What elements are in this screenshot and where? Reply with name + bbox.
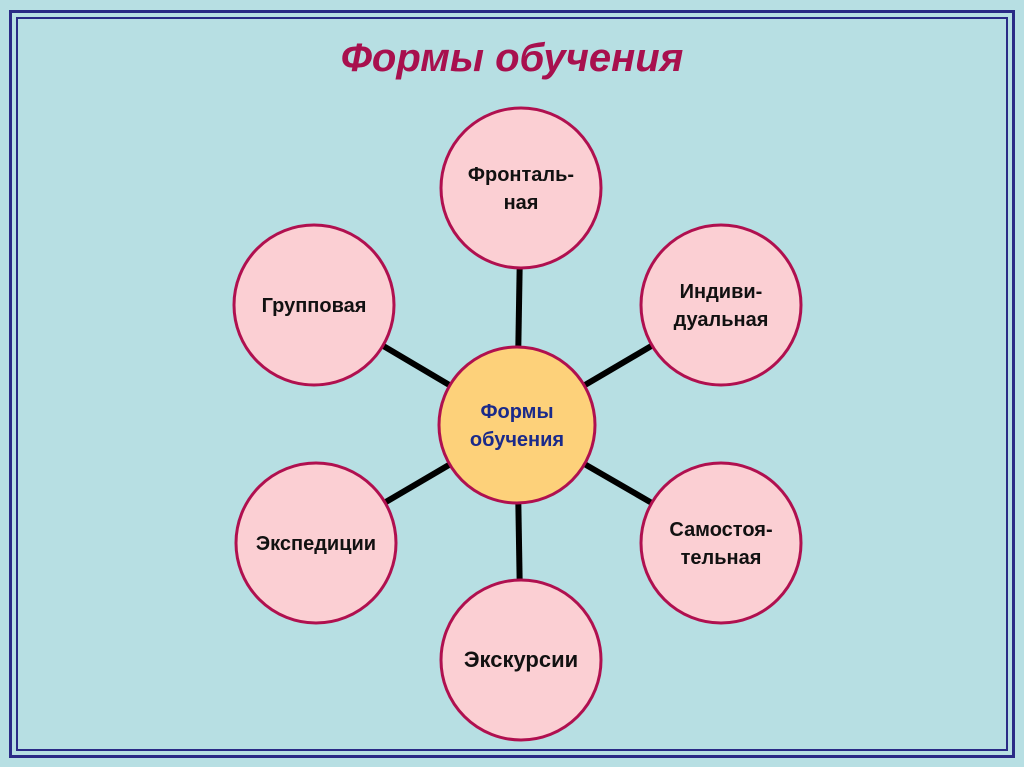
node-individual: Индиви-дуальная: [639, 223, 803, 387]
node-independent: Самостоя-тельная: [639, 461, 803, 625]
node-circle-group: [232, 223, 396, 387]
node-group: Групповая: [232, 223, 396, 387]
node-label-line: Экскурсии: [464, 647, 578, 672]
node-circle-excursions: [439, 578, 603, 742]
node-circle-individual: [639, 223, 803, 387]
node-label-line: Групповая: [262, 295, 367, 317]
node-circle-independent: [639, 461, 803, 625]
node-expeditions: Экспедиции: [234, 461, 398, 625]
center-circle: [437, 345, 597, 505]
node-label-line: тельная: [681, 547, 762, 569]
connector-excursions: [515, 502, 523, 581]
node-label-line: Формы: [480, 401, 553, 423]
slide-border-outer: [9, 10, 1015, 758]
connector-expeditions: [383, 461, 452, 506]
nodes: Фронталь-наяИндиви-дуальнаяСамостоя-тель…: [232, 106, 803, 742]
node-label-line: Индиви-: [680, 281, 763, 303]
node-circle-expeditions: [234, 461, 398, 625]
connector-group: [381, 343, 452, 388]
node-label-line: обучения: [470, 429, 564, 451]
node-frontal: Фронталь-ная: [439, 106, 603, 270]
slide-title: Формы обучения: [340, 36, 684, 80]
connector-frontal: [515, 267, 523, 348]
slide-border-inner: [16, 17, 1008, 751]
node-excursions: Экскурсии: [439, 578, 603, 742]
node-circle-frontal: [439, 106, 603, 270]
node-label-line: ная: [504, 192, 539, 214]
node-label-line: Фронталь-: [468, 164, 574, 186]
node-label-line: дуальная: [674, 309, 769, 331]
center-node: Формы обучения: [437, 345, 597, 505]
connector-individual: [582, 342, 654, 389]
connector-independent: [583, 461, 654, 506]
node-label-line: Экспедиции: [256, 533, 376, 555]
connectors: [381, 267, 654, 581]
node-label-line: Самостоя-: [669, 519, 772, 541]
